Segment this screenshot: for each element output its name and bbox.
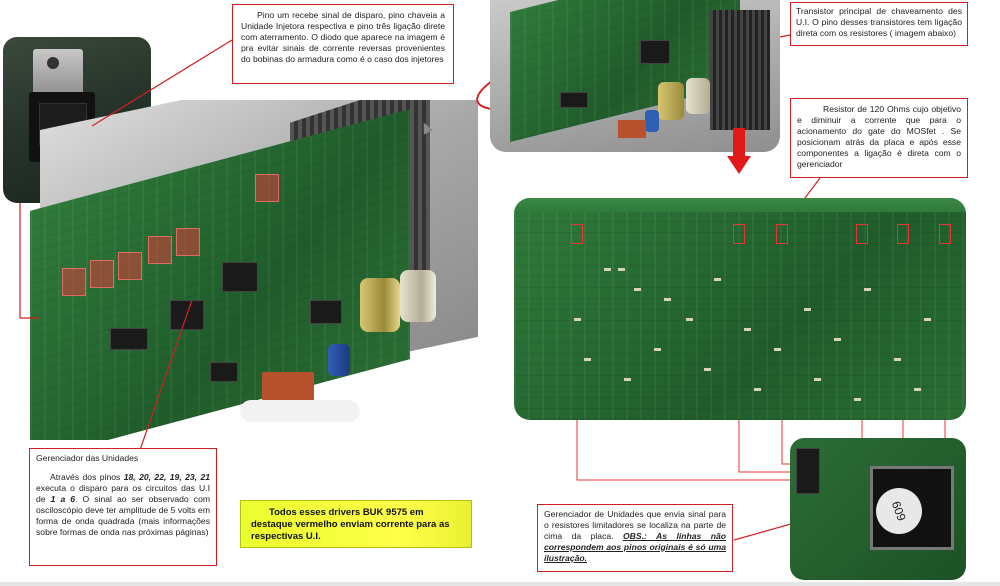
- resistor-highlight-6: [939, 224, 951, 244]
- callout-resistor: Resistor de 120 Ohms cujo objetivo e dim…: [790, 98, 968, 178]
- callout-transistor: Transistor principal de chaveamento des …: [790, 2, 968, 46]
- callout-unit-manager: Gerenciador das Unidades Através dos pin…: [29, 448, 217, 566]
- down-arrow-icon: [733, 128, 745, 158]
- resistor-highlight-4: [856, 224, 868, 244]
- pcb-back-photo: [514, 198, 966, 420]
- callout-pin-function: Pino um recebe sinal de disparo, pino ch…: [232, 4, 454, 84]
- callout-pin-function-text: Pino um recebe sinal de disparo, pino ch…: [241, 10, 445, 64]
- callout-manager-location: Gerenciador de Unidades que envia sinal …: [537, 504, 733, 572]
- ecu-top-photo: [490, 0, 780, 152]
- chip-marking: 609: [888, 499, 910, 523]
- callout-resistor-text: Resistor de 120 Ohms cujo objetivo e dim…: [797, 104, 961, 169]
- callout-transistor-text: Transistor principal de chaveamento des …: [796, 6, 962, 38]
- resistor-highlight-1: [571, 224, 583, 244]
- resistor-highlight-3: [776, 224, 788, 244]
- ecu-main-photo: [0, 100, 478, 440]
- chip-closeup-photo: 609: [790, 438, 966, 580]
- down-arrow-head: [727, 156, 751, 174]
- resistor-highlight-5: [897, 224, 909, 244]
- callout-manager-location-text: Gerenciador de Unidades que envia sinal …: [544, 509, 726, 563]
- drivers-note: Todos esses drivers BUK 9575 em destaque…: [240, 500, 472, 548]
- resistor-highlight-2: [733, 224, 745, 244]
- callout-unit-manager-title: Gerenciador das Unidades: [36, 453, 139, 463]
- drivers-note-text: Todos esses drivers BUK 9575 em destaque…: [251, 507, 450, 542]
- callout-unit-manager-text: Através dos pinos 18, 20, 22, 19, 23, 21…: [36, 472, 211, 537]
